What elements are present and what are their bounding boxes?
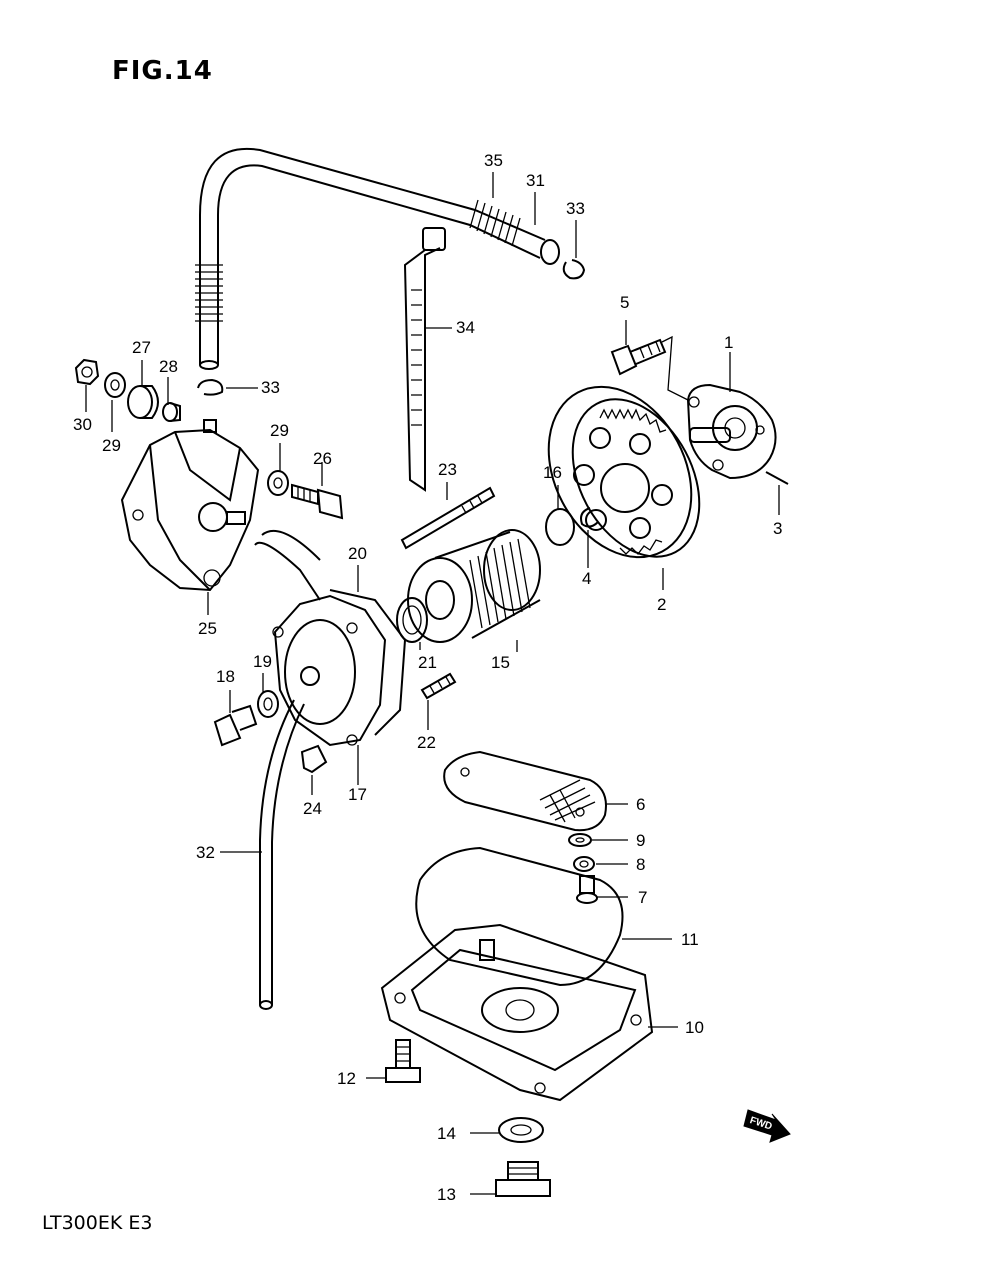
callout-20: 20 (348, 544, 367, 563)
damper-part[interactable] (127, 385, 159, 419)
washer-part[interactable] (267, 470, 289, 496)
callout-7: 7 (638, 888, 647, 907)
pump-bolt-part[interactable] (610, 338, 667, 376)
callout-24: 24 (303, 799, 322, 818)
hose-clip-part[interactable] (562, 259, 586, 280)
hose-clip-part[interactable] (197, 378, 224, 396)
callout-30: 30 (73, 415, 92, 434)
callout-29-left: 29 (102, 436, 121, 455)
strainer-part[interactable] (443, 750, 607, 832)
callout-25: 25 (198, 619, 217, 638)
filter-cover-part[interactable] (272, 594, 387, 747)
callout-1: 1 (724, 333, 733, 352)
oil-hose-part[interactable] (259, 699, 305, 1010)
callout-14: 14 (437, 1124, 456, 1143)
callout-8: 8 (636, 855, 645, 874)
bolt-part[interactable] (291, 483, 344, 520)
callout-34: 34 (456, 318, 475, 337)
callout-18: 18 (216, 667, 235, 686)
o-ring-part[interactable] (415, 846, 624, 987)
stud-part[interactable] (400, 486, 496, 550)
callout-13: 13 (437, 1185, 456, 1204)
callout-labels: 1 2 3 4 5 6 7 8 9 10 11 12 13 14 15 16 1… (73, 151, 782, 1204)
cap-nut-part[interactable] (300, 744, 328, 774)
fwd-arrow-icon: FWD (743, 1109, 791, 1143)
callout-16: 16 (543, 463, 562, 482)
callout-29-right: 29 (270, 421, 289, 440)
o-ring-part[interactable] (396, 597, 428, 643)
callout-12: 12 (337, 1069, 356, 1088)
washer-part[interactable] (573, 856, 595, 872)
pump-pin-part[interactable] (765, 471, 789, 485)
callout-32: 32 (196, 843, 215, 862)
callout-19: 19 (253, 652, 272, 671)
callout-33-left: 33 (261, 378, 280, 397)
washer-part[interactable] (104, 372, 126, 398)
callout-33-top: 33 (566, 199, 585, 218)
bolt-part[interactable] (213, 704, 258, 747)
circlip-part[interactable] (580, 507, 599, 528)
leader-lines (85, 172, 780, 1195)
washer-part[interactable] (568, 833, 592, 847)
model-code: LT300EK E3 (42, 1212, 153, 1234)
callout-27: 27 (132, 338, 151, 357)
pump-housing-part[interactable] (120, 419, 260, 592)
callout-11: 11 (681, 930, 699, 949)
callout-15: 15 (491, 653, 510, 672)
collar-part[interactable] (162, 402, 181, 422)
callout-5: 5 (620, 293, 629, 312)
oil-dipstick-part[interactable] (403, 227, 446, 492)
oil-pump-part[interactable] (686, 383, 777, 480)
callout-26: 26 (313, 449, 332, 468)
oil-pump-gear-part[interactable] (520, 362, 725, 582)
callout-23: 23 (438, 460, 457, 479)
callout-28: 28 (159, 357, 178, 376)
callout-17: 17 (348, 785, 367, 804)
oil-filter-part[interactable] (407, 529, 541, 643)
callout-2: 2 (657, 595, 666, 614)
callout-3: 3 (773, 519, 782, 538)
drain-plug-gasket-part[interactable] (498, 1117, 544, 1143)
bolt-part[interactable] (576, 875, 598, 904)
callout-21: 21 (418, 653, 437, 672)
callout-10: 10 (685, 1018, 704, 1037)
drain-plug-part[interactable] (495, 1161, 551, 1197)
washer-part[interactable] (257, 690, 279, 718)
callout-35: 35 (484, 151, 503, 170)
callout-22: 22 (417, 733, 436, 752)
oil-pan-part[interactable] (380, 923, 654, 1102)
o-ring-part[interactable] (545, 508, 575, 546)
bolt-part[interactable] (385, 1039, 421, 1083)
callout-4: 4 (582, 569, 591, 588)
callout-31: 31 (526, 171, 545, 190)
stud-part[interactable] (420, 672, 457, 700)
figure-title: FIG.14 (112, 56, 213, 86)
nut-part[interactable] (74, 358, 100, 386)
callout-6: 6 (636, 795, 645, 814)
oil-hose-part[interactable] (195, 147, 560, 370)
callout-9: 9 (636, 831, 645, 850)
